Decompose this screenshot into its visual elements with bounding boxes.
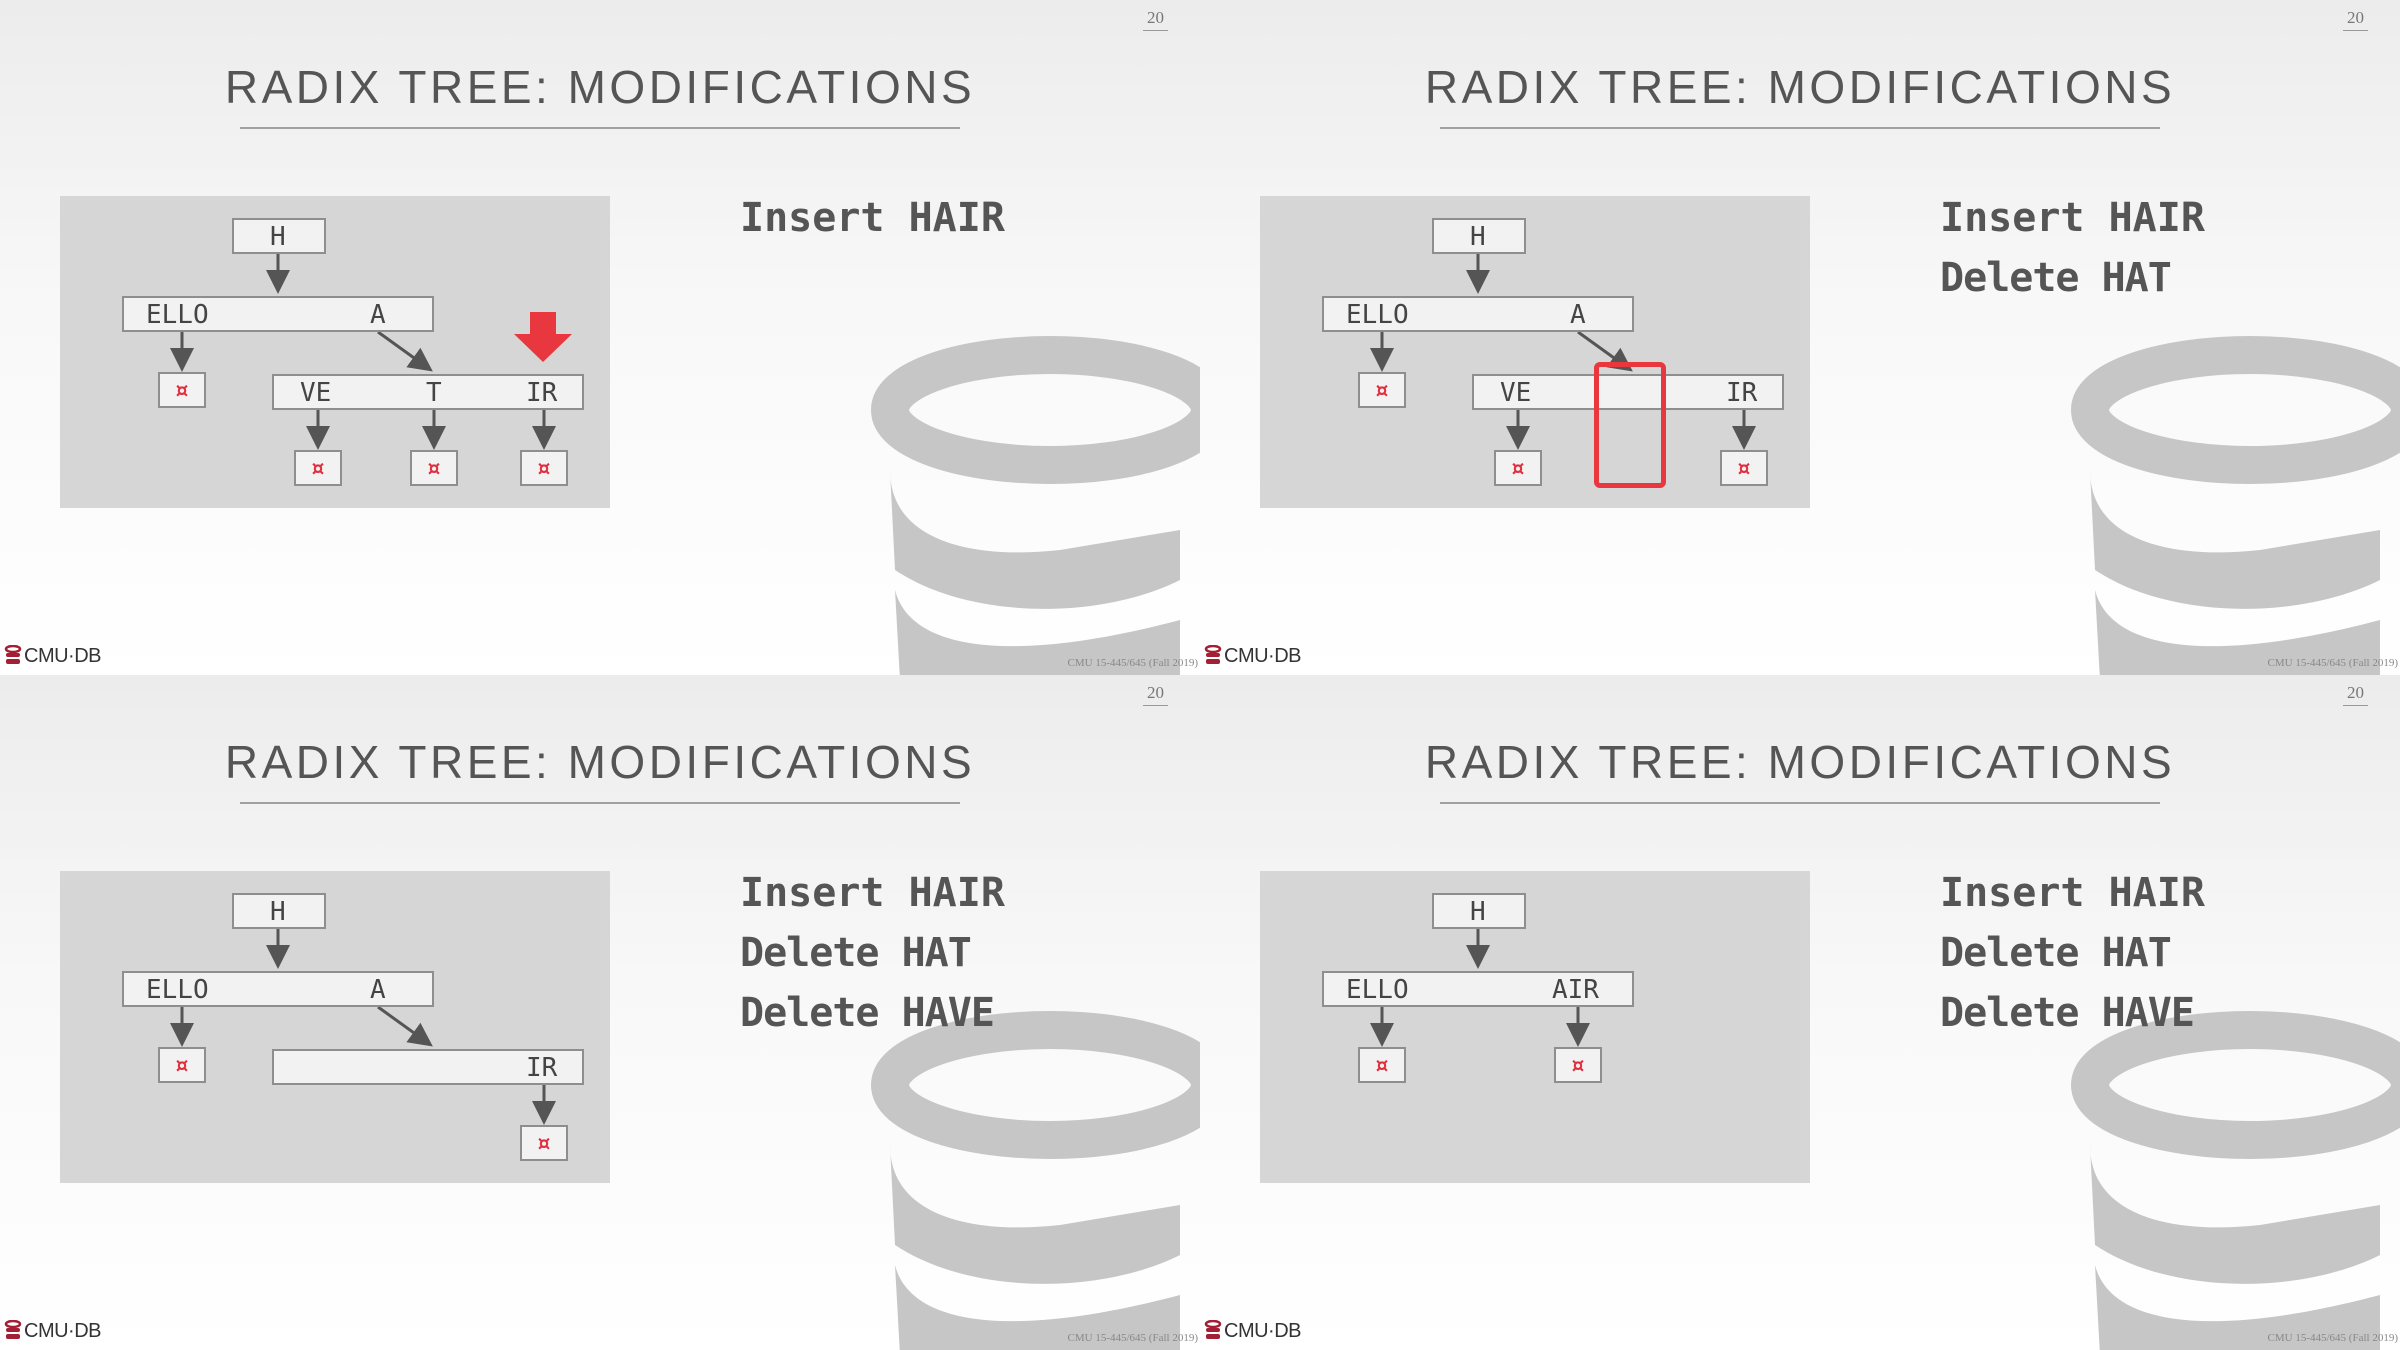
footer-logo: CMU·DB	[4, 645, 102, 668]
footer-logo: CMU·DB	[1204, 1320, 1302, 1343]
operation-line: Insert HAIR	[1940, 195, 2205, 241]
operation-line: Delete HAT	[740, 930, 972, 976]
leaf-node: ¤	[158, 372, 206, 408]
node-label: ELLO	[1346, 300, 1409, 330]
node-label: H	[1470, 222, 1486, 252]
database-logo-icon	[871, 1011, 1200, 1350]
tree-node-level1: ELLO A	[122, 296, 434, 332]
operation-line: Insert HAIR	[740, 870, 1005, 916]
node-label: AIR	[1552, 975, 1599, 1005]
cmu-db-logo-icon	[4, 645, 22, 664]
slide-1[interactable]: 20 RADIX TREE: MODIFICATIONS	[0, 0, 1200, 675]
node-label: VE	[1500, 378, 1532, 408]
operation-line: Insert HAIR	[1940, 870, 2205, 916]
tree-node-level1: ELLO AIR	[1322, 971, 1634, 1007]
slide-title: RADIX TREE: MODIFICATIONS	[1424, 736, 2176, 788]
slide-3[interactable]: 20 RADIX TREE: MODIFICATIONS	[0, 675, 1200, 1350]
course-label: CMU 15-445/645 (Fall 2019)	[1067, 657, 1198, 669]
slide-2[interactable]: 20 RADIX TREE: MODIFICATIONS	[1200, 0, 2400, 675]
tree-node-root: H	[232, 893, 326, 929]
footer-logo: CMU·DB	[1204, 645, 1302, 668]
tree-node-level1: ELLO A	[122, 971, 434, 1007]
course-label: CMU 15-445/645 (Fall 2019)	[2267, 1332, 2398, 1344]
operation-line: Delete HAVE	[1940, 990, 2195, 1036]
radix-tree-diagram: H ELLO A ¤ VE T IR ¤ ¤ ¤	[60, 196, 610, 508]
node-label: A	[1570, 300, 1586, 330]
leaf-node: ¤	[158, 1047, 206, 1083]
title-underline	[1440, 127, 2160, 129]
operation-line: Delete HAVE	[740, 990, 995, 1036]
operations-list: Insert HAIR Delete HAT Delete HAVE	[740, 863, 1005, 1043]
node-label: IR	[526, 378, 558, 408]
slide-title: RADIX TREE: MODIFICATIONS	[224, 736, 976, 788]
operations-list: Insert HAIR Delete HAT	[1940, 188, 2205, 308]
node-label: ELLO	[146, 300, 209, 330]
tree-node-level1: ELLO A	[1322, 296, 1634, 332]
leaf-node: ¤	[1358, 1047, 1406, 1083]
database-logo-icon	[2071, 336, 2400, 675]
leaf-node: ¤	[294, 450, 342, 486]
node-label: A	[370, 975, 386, 1005]
leaf-node: ¤	[1358, 372, 1406, 408]
cmu-db-logo-icon	[1204, 1320, 1222, 1339]
leaf-node: ¤	[1720, 450, 1768, 486]
tree-node-root: H	[1432, 218, 1526, 254]
operation-line: Delete HAT	[1940, 255, 2172, 301]
slide-title: RADIX TREE: MODIFICATIONS	[1424, 61, 2176, 113]
footer-logo-text: CMU·DB	[1224, 645, 1302, 667]
tree-node-level2: VE T IR	[272, 374, 584, 410]
radix-tree-diagram: H ELLO A ¤ VE IR ¤ ¤	[1260, 196, 1810, 508]
node-label: ELLO	[1346, 975, 1409, 1005]
node-label: A	[370, 300, 386, 330]
tree-edges	[170, 254, 556, 450]
course-label: CMU 15-445/645 (Fall 2019)	[1067, 1332, 1198, 1344]
radix-tree-diagram: H ELLO A ¤ IR ¤	[60, 871, 610, 1183]
page-number: 20	[2343, 8, 2368, 31]
node-label: T	[426, 378, 442, 408]
tree-edges	[1370, 929, 1590, 1047]
cmu-db-logo-icon	[1204, 645, 1222, 664]
leaf-node: ¤	[520, 1125, 568, 1161]
tree-node-root: H	[1432, 893, 1526, 929]
node-label: IR	[526, 1053, 558, 1083]
operations-list: Insert HAIR Delete HAT Delete HAVE	[1940, 863, 2205, 1043]
slide-title: RADIX TREE: MODIFICATIONS	[224, 61, 976, 113]
removed-slot-highlight	[1594, 362, 1666, 488]
tree-node-root: H	[232, 218, 326, 254]
operations-list: Insert HAIR	[740, 188, 1005, 248]
footer-logo-text: CMU·DB	[1224, 1320, 1302, 1342]
node-label: H	[1470, 897, 1486, 927]
page-number: 20	[1143, 8, 1168, 31]
leaf-node: ¤	[1494, 450, 1542, 486]
tree-node-level2: IR	[272, 1049, 584, 1085]
node-label: IR	[1726, 378, 1758, 408]
footer-logo-text: CMU·DB	[24, 645, 102, 667]
footer-logo: CMU·DB	[4, 1320, 102, 1343]
footer-logo-text: CMU·DB	[24, 1320, 102, 1342]
course-label: CMU 15-445/645 (Fall 2019)	[2267, 657, 2398, 669]
node-label: VE	[300, 378, 332, 408]
title-underline	[1440, 802, 2160, 804]
cmu-db-logo-icon	[4, 1320, 22, 1339]
leaf-node: ¤	[1554, 1047, 1602, 1083]
node-label: ELLO	[146, 975, 209, 1005]
leaf-node: ¤	[520, 450, 568, 486]
radix-tree-diagram: H ELLO AIR ¤ ¤	[1260, 871, 1810, 1183]
node-label: H	[270, 222, 286, 252]
node-label: H	[270, 897, 286, 927]
tree-edges	[170, 929, 556, 1125]
database-logo-icon	[871, 336, 1200, 675]
insert-arrow-icon	[514, 312, 572, 362]
title-underline	[240, 802, 960, 804]
tree-node-level2: VE IR	[1472, 374, 1784, 410]
database-logo-icon	[2071, 1011, 2400, 1350]
title-underline	[240, 127, 960, 129]
operation-line: Insert HAIR	[740, 195, 1005, 241]
leaf-node: ¤	[410, 450, 458, 486]
page-number: 20	[2343, 683, 2368, 706]
operation-line: Delete HAT	[1940, 930, 2172, 976]
page-number: 20	[1143, 683, 1168, 706]
slide-4[interactable]: 20 RADIX TREE: MODIFICATIONS	[1200, 675, 2400, 1350]
